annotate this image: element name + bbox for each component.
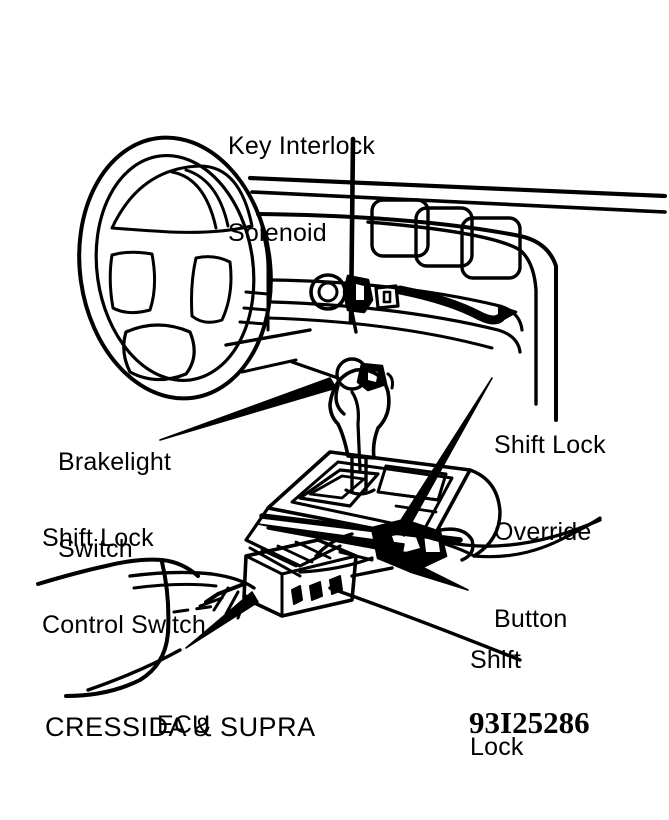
part-number: 93I25286: [469, 705, 590, 740]
callout-key-interlock-solenoid: Key Interlock Solenoid: [228, 74, 375, 306]
leader-ecu: [185, 591, 259, 649]
callout-ecu: ECU: [157, 653, 210, 798]
callout-line: ECU: [157, 711, 211, 739]
steering-wheel: [77, 135, 312, 401]
model-designation: CRESSIDA & SUPRA: [45, 712, 316, 742]
callout-line: Lock: [470, 733, 524, 761]
callout-line: Shift Lock: [494, 431, 606, 459]
floor-lines: [36, 516, 602, 698]
callout-shift-lock-solenoid: Shift Lock Solenoid: [470, 588, 569, 820]
callout-line: Solenoid: [228, 219, 327, 247]
callout-line: Switch: [58, 535, 133, 563]
leader-key-interlock-solenoid: [348, 136, 356, 325]
callout-line: Control Switch: [42, 611, 206, 639]
leader-shift-lock-override-button: [395, 377, 493, 537]
callout-shift-lock-override-button: Shift Lock Override Button: [494, 373, 606, 692]
callout-line: Button: [494, 605, 568, 633]
callout-line: Brakelight: [58, 448, 172, 476]
callout-shift-lock-control-switch: Shift Lock Control Switch: [42, 466, 206, 698]
callout-line: Key Interlock: [228, 132, 376, 160]
callout-line: Override: [494, 518, 592, 546]
leader-lines: [159, 136, 493, 649]
dashboard: [238, 175, 668, 422]
leader-shift-lock-control-switch: [257, 523, 405, 555]
callout-line: Shift: [470, 646, 522, 674]
callout-brakelight-switch: Brakelight Switch: [58, 390, 171, 622]
shift-lever: [328, 368, 391, 496]
leader-brakelight-switch: [159, 377, 337, 441]
callout-line: Shift Lock: [42, 524, 154, 552]
brakelight-switch-part: [334, 357, 394, 472]
leader-shift-lock-solenoid: [409, 561, 469, 591]
